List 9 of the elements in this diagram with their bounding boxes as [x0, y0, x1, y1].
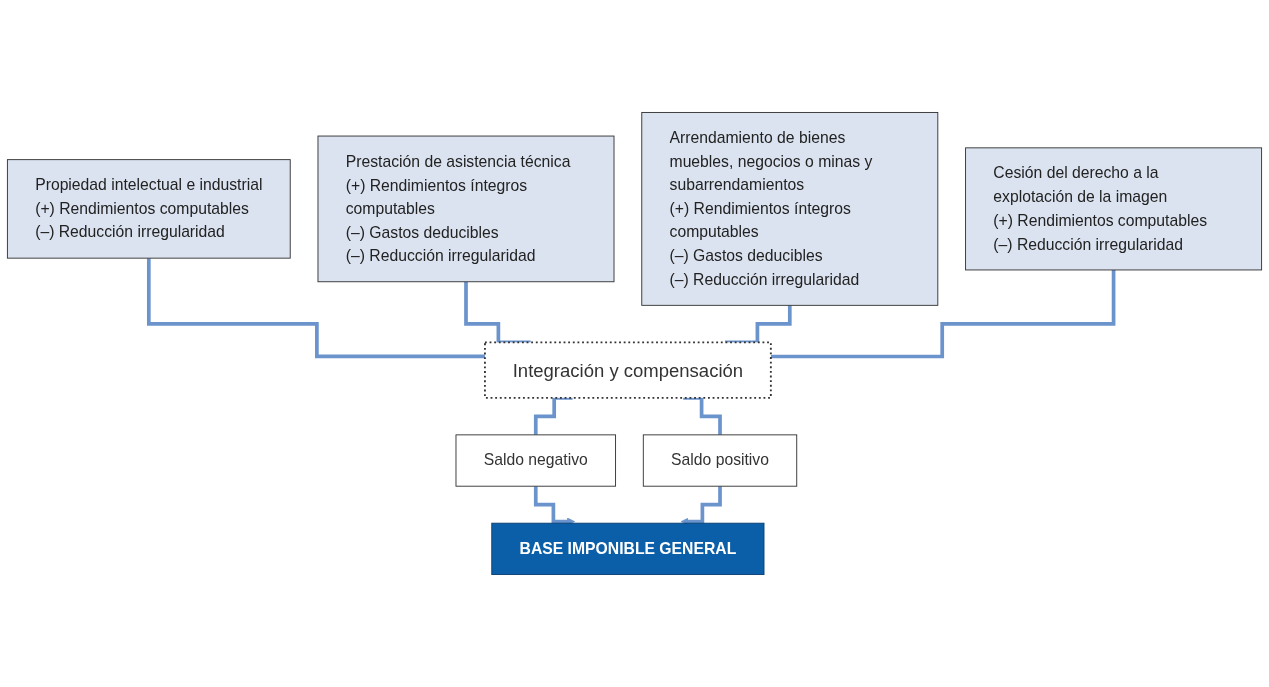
node-box: Propiedad intelectual e industrial (+) Rendimientos computables (–) Reducción irregularidad: [6, 159, 291, 259]
node-box: Saldo positivo: [642, 434, 798, 487]
node-box: Saldo negativo: [455, 434, 616, 487]
node-box: Arrendamiento de bienes muebles, negocios o minas y subarrendamientos (+) Rendimientos íntegros computables (–) Gastos deducibles (–) Reducción irregularidad: [641, 112, 939, 306]
node-box: Cesión del derecho a la explotación de la imagen (+) Rendimientos computables (–) Reducción irregularidad: [965, 147, 1263, 271]
connector: [770, 268, 1116, 359]
node-box: Integración y compensación: [484, 341, 772, 399]
node-box: BASE IMPONIBLE GENERAL: [491, 522, 765, 575]
node-box: Prestación de asistencia técnica (+) Rendimientos íntegros computables (–) Gastos deducibles (–) Reducción irregularidad: [317, 135, 615, 283]
